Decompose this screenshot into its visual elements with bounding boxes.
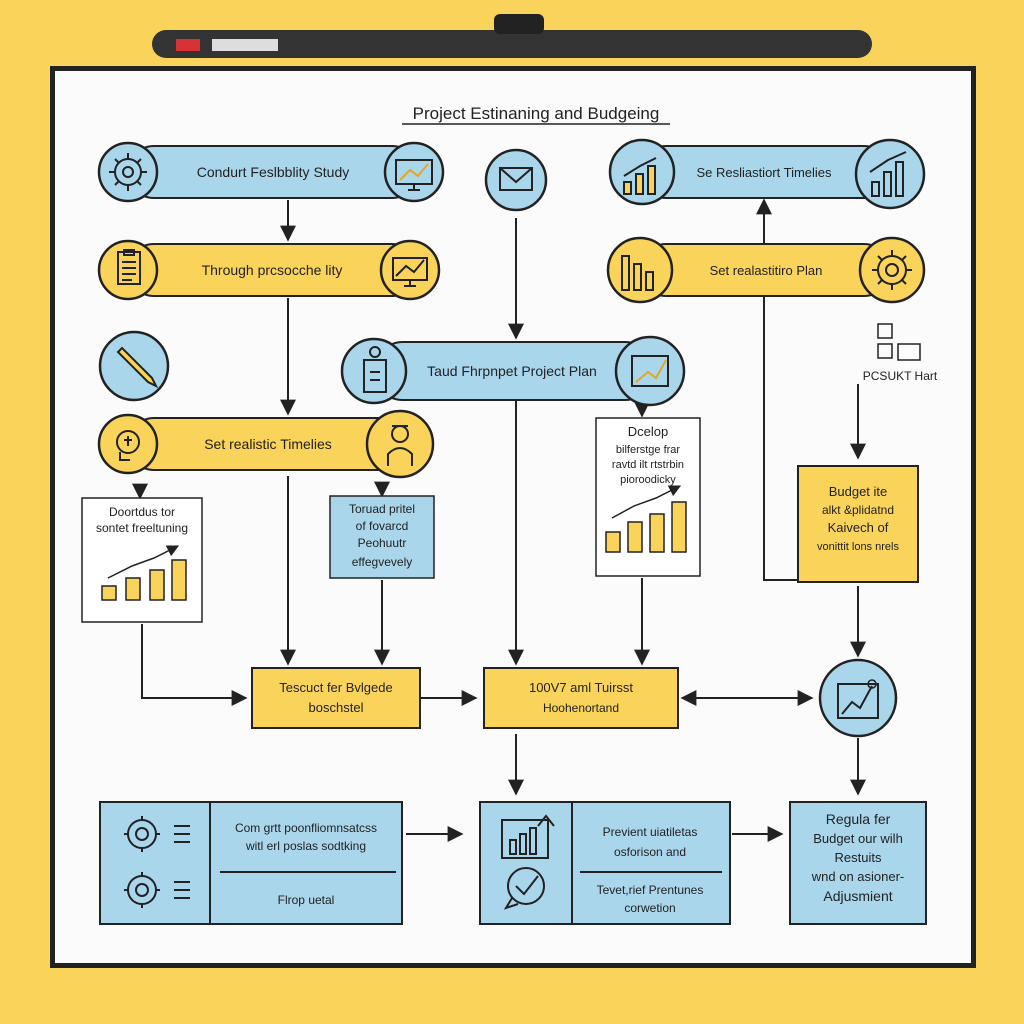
- svg-text:Regula fer: Regula fer: [826, 811, 891, 827]
- svg-text:alkt &plidatnd: alkt &plidatnd: [822, 503, 894, 517]
- note-toruad: Toruad pritel of fovarcd Peohuutr effegv…: [329, 495, 435, 579]
- pill-project-plan-label: Taud Fhrpnpet Project Plan: [427, 363, 597, 379]
- document-icon: [363, 346, 387, 393]
- svg-text:of fovarcd: of fovarcd: [356, 519, 409, 533]
- svg-text:witl erl poslas sodtking: witl erl poslas sodtking: [245, 839, 366, 853]
- pill-feasibility-label: Condurt Feslbblity Study: [197, 164, 350, 180]
- panel-bottom-left: Com grtt poonfliomnsatcss witl erl posla…: [99, 801, 403, 925]
- note-budget: Budget ite alkt &plidatnd Kaivech of von…: [797, 465, 919, 583]
- brain-icon: [116, 430, 140, 461]
- pill-plan-right-label: Set realastitiro Plan: [710, 263, 823, 278]
- box-tesouct: Tescuct fer Bvlgede boschstel: [251, 667, 421, 729]
- note-develop: Dcelop bilferstge frar ravtd ilt rtstrbi…: [595, 417, 701, 577]
- diagram-title: Project Estinaning and Budgeing: [413, 104, 660, 123]
- svg-text:Previent uiatiletas: Previent uiatiletas: [603, 825, 698, 839]
- svg-text:Kaivech of: Kaivech of: [828, 520, 889, 535]
- pill-through: Through prcsocche lity: [97, 239, 441, 301]
- svg-text:Toruad pritel: Toruad pritel: [349, 502, 415, 516]
- svg-text:Tescuct fer Bvlgede: Tescuct fer Bvlgede: [279, 680, 392, 695]
- panel-bottom-right: Regula fer Budget our wilh Restuits wnd …: [789, 801, 927, 925]
- pill-feasibility-study: Condurt Feslbblity Study: [97, 141, 445, 203]
- svg-text:Com grtt poonfliomnsatcss: Com grtt poonfliomnsatcss: [235, 821, 377, 835]
- bar-chart-icon: [623, 157, 657, 195]
- monitor-chart-icon: [395, 159, 433, 191]
- svg-text:Budget our wilh: Budget our wilh: [813, 831, 903, 846]
- gear-list-icon-2: [124, 872, 190, 908]
- connectors: [132, 198, 866, 842]
- svg-text:vonittit lons nrels: vonittit lons nrels: [817, 541, 899, 553]
- svg-text:100V7 aml Tuirsst: 100V7 aml Tuirsst: [529, 680, 633, 695]
- board-hanger: [494, 14, 544, 34]
- gear-icon: [109, 153, 147, 191]
- envelope-icon: [484, 148, 548, 212]
- svg-text:Restuits: Restuits: [835, 850, 882, 865]
- svg-text:pioroodicky: pioroodicky: [620, 474, 676, 486]
- svg-text:Flrop uetal: Flrop uetal: [278, 893, 335, 907]
- svg-text:Doortdus tor: Doortdus tor: [109, 505, 175, 519]
- pill-timelines-left-label: Set realistic Timelies: [204, 436, 332, 452]
- pencil-icon: [98, 330, 170, 402]
- svg-text:Dcelop: Dcelop: [628, 424, 668, 439]
- clipboard-icon: [117, 249, 141, 285]
- pill-timelines-right-label: Se Resliastiort Timelies: [696, 165, 832, 180]
- pill-timelines-right: Se Resliastiort Timelies: [608, 138, 926, 210]
- svg-text:ravtd ilt rtstrbin: ravtd ilt rtstrbin: [612, 459, 684, 471]
- analytics-circle-icon: [818, 658, 898, 738]
- monitor-chart-icon-2: [392, 257, 428, 287]
- svg-text:wnd on asioner-: wnd on asioner-: [811, 869, 905, 884]
- gear-icon-2: [872, 250, 912, 290]
- svg-text:osforison and: osforison and: [614, 845, 686, 859]
- eraser-icon: [212, 39, 278, 51]
- pill-timelines-left: Set realistic Timelies: [97, 409, 435, 479]
- pill-through-label: Through prcsocche lity: [202, 262, 343, 278]
- svg-text:corwetion: corwetion: [624, 901, 675, 915]
- pcsukt-label: PCSUKT Hart: [863, 369, 938, 383]
- person-icon: [387, 425, 413, 466]
- svg-text:Adjusmient: Adjusmient: [823, 888, 892, 904]
- svg-text:Tevet,rief Prentunes: Tevet,rief Prentunes: [597, 883, 704, 897]
- pill-plan-right: Set realastitiro Plan: [606, 236, 926, 304]
- svg-text:Budget ite: Budget ite: [829, 484, 888, 499]
- gear-list-icon: [124, 816, 190, 852]
- box-center: 100V7 aml Tuirsst Hoohenortand: [483, 667, 679, 729]
- svg-text:bilferstge frar: bilferstge frar: [616, 444, 681, 456]
- svg-text:Peohuutr: Peohuutr: [358, 536, 407, 550]
- bar-chart-icon-3: [621, 255, 654, 291]
- trend-chart-icon: [631, 355, 669, 387]
- red-marker-icon: [176, 39, 200, 51]
- org-icon: [877, 323, 921, 361]
- svg-text:boschstel: boschstel: [309, 700, 364, 715]
- bar-chart-icon-2: [869, 151, 907, 197]
- growth-chart-icon: [501, 814, 555, 859]
- note-doctors: Doortdus tor sontet freeltuning: [81, 497, 203, 623]
- svg-text:sontet freeltuning: sontet freeltuning: [96, 521, 188, 535]
- checkmark-chat-icon: [503, 867, 545, 910]
- pill-project-plan: Taud Fhrpnpet Project Plan: [340, 335, 686, 407]
- svg-text:Hoohenortand: Hoohenortand: [543, 701, 619, 715]
- panel-bottom-middle: Previent uiatiletas osforison and Tevet,…: [479, 801, 731, 925]
- svg-text:effegvevely: effegvevely: [352, 555, 413, 569]
